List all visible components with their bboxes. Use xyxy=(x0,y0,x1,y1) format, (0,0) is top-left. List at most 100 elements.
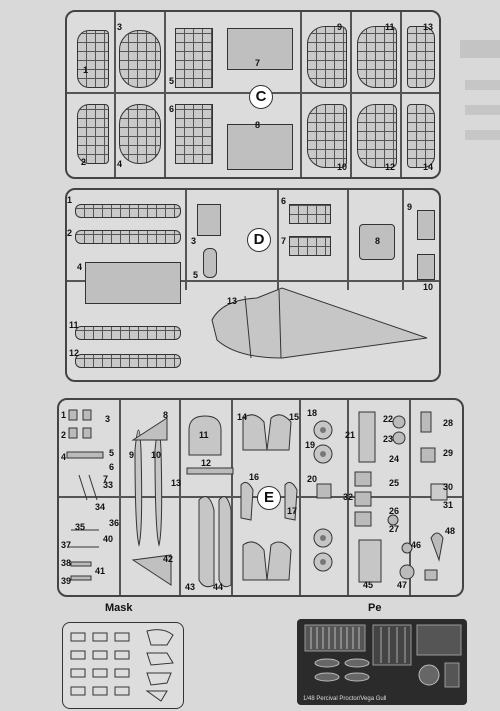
label-d2: 2 xyxy=(67,228,73,238)
label-d11: 11 xyxy=(69,320,79,330)
label-c4: 4 xyxy=(117,159,123,169)
label-e17: 17 xyxy=(287,506,298,516)
part-c1 xyxy=(77,30,109,88)
part-d7 xyxy=(289,236,331,256)
label-d1: 1 xyxy=(67,195,73,205)
part-d11 xyxy=(75,326,181,340)
label-d8: 8 xyxy=(375,236,381,246)
label-e34: 34 xyxy=(95,502,106,512)
label-c1: 1 xyxy=(83,65,89,75)
label-e25: 25 xyxy=(389,478,400,488)
label-d5: 5 xyxy=(193,270,199,280)
label-e11: 11 xyxy=(199,430,209,440)
part-c4 xyxy=(119,104,161,164)
label-c12: 12 xyxy=(385,162,396,172)
label-e36: 36 xyxy=(109,518,120,528)
label-e41: 41 xyxy=(95,566,106,576)
part-d13 xyxy=(211,287,428,359)
part-c10 xyxy=(307,104,347,168)
label-c2: 2 xyxy=(81,157,87,167)
label-e43: 43 xyxy=(185,582,196,592)
part-c11 xyxy=(357,26,397,88)
label-d6: 6 xyxy=(281,196,287,206)
part-c14 xyxy=(407,104,435,168)
label-c13: 13 xyxy=(423,22,434,32)
label-e30: 30 xyxy=(443,482,454,492)
label-e8: 8 xyxy=(163,410,169,420)
label-e15: 15 xyxy=(289,412,300,422)
label-e31: 31 xyxy=(443,500,454,510)
sprue-c-letter: C xyxy=(249,85,273,109)
label-e3: 3 xyxy=(105,414,111,424)
mask-title: Mask xyxy=(105,602,133,614)
label-c3: 3 xyxy=(117,22,123,32)
label-d4: 4 xyxy=(77,262,83,272)
sprue-d-frame: 1 2 3 4 5 6 7 8 9 10 11 12 13 D xyxy=(65,188,441,382)
label-e32: 32 xyxy=(343,492,354,502)
label-c5: 5 xyxy=(169,76,175,86)
label-e46: 46 xyxy=(411,540,422,550)
label-c9: 9 xyxy=(337,22,343,32)
label-e47: 47 xyxy=(397,580,408,590)
part-c13 xyxy=(407,26,435,88)
photo-etch-fret: 1/48 Percival Proctor/Vega Gull xyxy=(297,619,467,705)
part-c3 xyxy=(119,30,161,88)
part-c8 xyxy=(227,124,293,170)
label-e44: 44 xyxy=(213,582,224,592)
part-d6 xyxy=(289,204,331,224)
label-e26: 26 xyxy=(389,506,400,516)
mask-shapes xyxy=(70,629,174,702)
part-d9 xyxy=(417,210,435,240)
label-e4: 4 xyxy=(61,452,67,462)
label-e7: 7 xyxy=(103,474,109,484)
sprue-d-letter: D xyxy=(247,228,271,252)
label-e10: 10 xyxy=(151,450,162,460)
part-c2 xyxy=(77,104,109,164)
label-e5: 5 xyxy=(109,448,115,458)
part-d8 xyxy=(359,224,395,260)
label-e35: 35 xyxy=(75,522,86,532)
sprue-e-letter: E xyxy=(257,486,281,510)
label-e39: 39 xyxy=(61,576,72,586)
label-e38: 38 xyxy=(61,558,72,568)
label-e13: 13 xyxy=(171,478,182,488)
part-c6 xyxy=(175,104,213,164)
label-e1: 1 xyxy=(61,410,67,420)
label-e45: 45 xyxy=(363,580,374,590)
label-c6: 6 xyxy=(169,104,175,114)
label-e37: 37 xyxy=(61,540,72,550)
label-e40: 40 xyxy=(103,534,114,544)
label-e24: 24 xyxy=(389,454,400,464)
label-c10: 10 xyxy=(337,162,348,172)
label-e21: 21 xyxy=(345,430,356,440)
sprue-c-frame: 1 2 3 4 5 6 7 8 9 10 11 12 13 14 C xyxy=(65,10,441,179)
part-d2 xyxy=(75,230,181,244)
label-d10: 10 xyxy=(423,282,434,292)
part-c7 xyxy=(227,28,293,70)
label-e48: 48 xyxy=(445,526,456,536)
label-e27: 27 xyxy=(389,524,400,534)
mask-sheet xyxy=(62,622,184,709)
label-e2: 2 xyxy=(61,430,67,440)
label-c14: 14 xyxy=(423,162,434,172)
label-e14: 14 xyxy=(237,412,248,422)
label-e9: 9 xyxy=(129,450,135,460)
part-d12 xyxy=(75,354,181,368)
label-e6: 6 xyxy=(109,462,115,472)
label-e12: 12 xyxy=(201,458,212,468)
label-c8: 8 xyxy=(255,120,261,130)
label-e33: 33 xyxy=(103,480,114,490)
label-e29: 29 xyxy=(443,448,454,458)
part-d5 xyxy=(203,248,217,278)
part-d3 xyxy=(197,204,221,236)
part-d1 xyxy=(75,204,181,218)
label-e22: 22 xyxy=(383,414,394,424)
part-c9 xyxy=(307,26,347,88)
label-e19: 19 xyxy=(305,440,316,450)
photo-etch-caption: 1/48 Percival Proctor/Vega Gull xyxy=(303,696,387,702)
part-c12 xyxy=(357,104,397,168)
background-text-fragment xyxy=(460,40,500,140)
label-c11: 11 xyxy=(385,22,395,32)
label-c7: 7 xyxy=(255,58,261,68)
